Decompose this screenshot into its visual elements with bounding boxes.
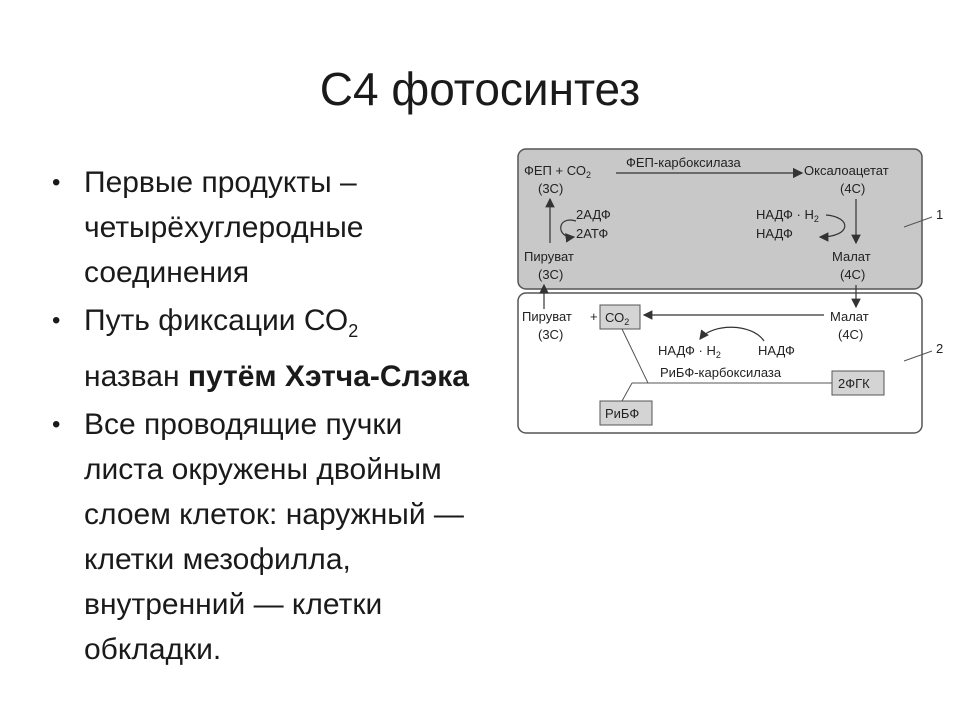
- bullet-text: соединения: [84, 256, 250, 289]
- co2-box: [599, 304, 641, 330]
- pyruvate-bottom-3c-label: (3С): [538, 327, 563, 342]
- fep-3c-label: (3С): [538, 181, 563, 196]
- bullet-text: внутренний — клетки: [84, 588, 383, 621]
- bullet-dot-icon: •: [52, 169, 61, 196]
- bullet-item-fixation-path: • Путь фиксации СО2 назван путём Хэтча-С…: [52, 298, 522, 399]
- adp-label: 2АДФ: [576, 207, 611, 222]
- slide-title: С4 фотосинтез: [319, 63, 641, 115]
- bullet-text: обкладки.: [84, 633, 222, 666]
- bullet-dot-icon: •: [52, 411, 61, 438]
- atp-label: 2АТФ: [576, 226, 608, 241]
- plus-sign: +: [590, 309, 598, 324]
- co2-box-label: СО2: [605, 310, 629, 327]
- bullet-item-first-products: • Первые продукты – четырёхуглеродные со…: [52, 160, 522, 295]
- malate-bottom-4c-label: (4С): [838, 327, 863, 342]
- bullet-text: назван: [84, 360, 188, 393]
- pga-box-label: 2ФГК: [838, 376, 870, 391]
- callout-1-line: [903, 216, 933, 228]
- co2-to-rubp-line: [621, 328, 649, 384]
- malate-top-4c-label: (4С): [840, 267, 865, 282]
- fep-carboxylase-label: ФЕП-карбоксилаза: [626, 155, 742, 170]
- rubp-line: [621, 382, 633, 402]
- c4-pathway-diagram: ФЕП + СО2 (3С) ФЕП-карбоксилаза Оксалоац…: [517, 148, 943, 434]
- subscript: 2: [348, 321, 359, 341]
- pyruvate-top-label: Пируват: [524, 249, 574, 264]
- atp-cycle-arrow: [560, 219, 577, 243]
- oxaloacetate-4c-label: (4С): [840, 181, 865, 196]
- bullet-text: Путь фиксации СО: [84, 304, 349, 337]
- nadph-bottom-label: НАДФ · Н2: [658, 343, 721, 360]
- malate-bottom-label: Малат: [830, 309, 869, 324]
- bullet-list: • Первые продукты – четырёхуглеродные со…: [52, 160, 522, 675]
- bullet-text: Все проводящие пучки: [84, 408, 403, 441]
- pyruvate-bottom-label: Пируват: [522, 309, 572, 324]
- bullet-text: листа окружены двойным: [84, 453, 442, 486]
- oxaloacetate-label: Оксалоацетат: [804, 163, 889, 178]
- nadph-cycle-arrow: [818, 214, 846, 242]
- nadph-top-label: НАДФ · Н2: [756, 207, 819, 224]
- callout-1-label: 1: [936, 207, 943, 222]
- nadp-bottom-label: НАДФ: [758, 343, 795, 358]
- pyruvate-top-3c-label: (3С): [538, 267, 563, 282]
- nadp-reduction-arrow: [699, 326, 765, 342]
- nadp-top-label: НАДФ: [756, 226, 793, 241]
- rubp-box: [599, 400, 653, 426]
- bullet-text: клетки мезофилла,: [84, 543, 351, 576]
- bullet-text: слоем клеток: наружный —: [84, 498, 464, 531]
- fep-co2-label: ФЕП + СО2: [524, 163, 591, 180]
- bullet-item-vascular-bundles: • Все проводящие пучки листа окружены дв…: [52, 402, 522, 672]
- bullet-text: четырёхуглеродные: [84, 211, 364, 244]
- malate-top-label: Малат: [832, 249, 871, 264]
- mesophyll-cell: [517, 148, 923, 290]
- rubp-box-label: РиБФ: [605, 406, 639, 421]
- bullet-text: Первые продукты –: [84, 166, 357, 199]
- callout-2-label: 2: [936, 341, 943, 356]
- rubp-carboxylase-label: РиБФ-карбоксилаза: [660, 365, 782, 380]
- bullet-bold-text: путём Хэтча-Слэка: [187, 360, 469, 393]
- bullet-dot-icon: •: [52, 307, 61, 334]
- callout-2-line: [903, 350, 933, 362]
- pga-box: [831, 370, 885, 396]
